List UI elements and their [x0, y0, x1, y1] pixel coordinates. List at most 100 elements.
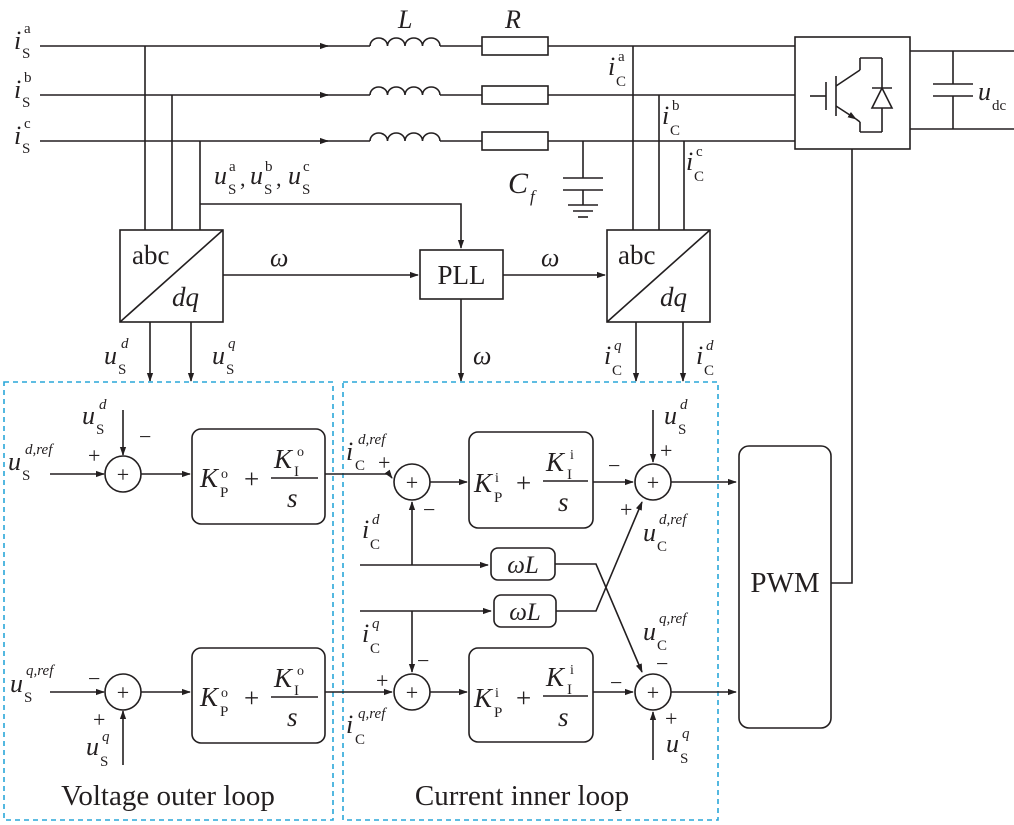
voltage-outer-loop-frame [3, 381, 334, 821]
svg-text:d,ref: d,ref [358, 432, 387, 448]
svg-text:a: a [618, 49, 625, 65]
resistor-b [481, 85, 549, 105]
svg-text:d: d [372, 512, 380, 528]
label-usq-ref: u q,ref S [10, 663, 55, 706]
label-usq-inner: u q S [666, 726, 690, 767]
inductor-c [369, 132, 441, 142]
svg-text:u: u [288, 161, 301, 190]
svg-text:i: i [570, 663, 574, 678]
label-ic-b: i b C [662, 98, 680, 139]
svg-text:s: s [558, 702, 569, 732]
svg-text:u: u [214, 161, 227, 190]
svg-text:c: c [303, 159, 310, 175]
igbt-diode-icon [810, 57, 894, 133]
svg-text:K: K [473, 683, 494, 713]
svg-text:u: u [212, 341, 225, 370]
pll-block: PLL [419, 249, 504, 300]
svg-text:I: I [294, 464, 299, 480]
svg-text:d,ref: d,ref [25, 442, 54, 458]
svg-text:dc: dc [992, 98, 1007, 114]
svg-text:S: S [228, 182, 236, 198]
current-inner-loop-frame [342, 381, 719, 821]
label-ucq-ref: u q,ref C [643, 611, 688, 654]
svg-text:s: s [558, 487, 569, 517]
svg-text:d: d [121, 336, 129, 352]
svg-text:ωL: ωL [509, 599, 541, 626]
svg-text:+: + [620, 497, 632, 522]
svg-text:+: + [660, 438, 672, 463]
svg-text:PWM: PWM [750, 567, 819, 599]
svg-text:K: K [273, 663, 294, 693]
svg-text:a: a [24, 21, 31, 37]
label-usd-outer: u d S [82, 397, 107, 438]
svg-text:s: s [287, 483, 298, 513]
svg-text:i: i [495, 686, 499, 701]
svg-text:S: S [24, 690, 32, 706]
svg-text:+: + [647, 470, 659, 495]
svg-text:C: C [612, 363, 622, 379]
svg-text:a: a [229, 159, 236, 175]
label-usd-inner: u d S [664, 397, 688, 438]
svg-text:b: b [265, 159, 273, 175]
svg-text:C: C [370, 537, 380, 553]
svg-text:P: P [220, 704, 228, 720]
label-ic-a: i a C [608, 49, 626, 90]
svg-text:dq: dq [172, 282, 199, 312]
label-icd-ref: i d,ref C [346, 432, 387, 474]
svg-text:c: c [696, 144, 703, 160]
svg-text:,: , [276, 166, 282, 191]
svg-text:C: C [670, 123, 680, 139]
label-udc: u dc [978, 77, 1007, 114]
label-omega-right: ω [541, 243, 559, 272]
svg-text:u: u [104, 341, 117, 370]
svg-text:u: u [643, 617, 656, 646]
label-is-c: i c S [14, 116, 31, 157]
abc-dq-left: abc dq [119, 229, 224, 323]
svg-text:P: P [494, 490, 502, 506]
filter-capacitor [563, 141, 603, 218]
label-is-b: i b S [14, 70, 32, 111]
svg-text:d: d [99, 397, 107, 413]
label-usd-top: u d S [104, 336, 129, 378]
svg-text:i: i [686, 147, 693, 176]
svg-text:u: u [10, 669, 23, 698]
svg-text:d,ref: d,ref [659, 512, 688, 528]
svg-text:i: i [608, 52, 615, 81]
svg-text:o: o [297, 445, 304, 460]
svg-text:ωL: ωL [507, 552, 539, 579]
dc-capacitor [933, 51, 973, 129]
svg-text:I: I [567, 682, 572, 698]
svg-text:K: K [199, 463, 220, 493]
svg-text:S: S [96, 422, 104, 438]
svg-text:C: C [657, 539, 667, 555]
pwm-gate-signal [831, 149, 853, 584]
svg-text:d: d [680, 397, 688, 413]
svg-text:+: + [376, 668, 388, 693]
svg-text:S: S [680, 751, 688, 767]
svg-text:−: − [423, 497, 435, 522]
svg-text:q: q [102, 729, 110, 745]
svg-text:S: S [678, 422, 686, 438]
svg-text:i: i [346, 437, 353, 466]
svg-text:o: o [221, 686, 228, 701]
svg-text:i: i [346, 710, 353, 739]
label-ic-c: i c C [686, 144, 704, 185]
svg-text:q,ref: q,ref [358, 706, 387, 722]
svg-text:,: , [240, 166, 246, 191]
svg-text:−: − [417, 648, 429, 673]
svg-text:+: + [117, 680, 129, 705]
label-us-abc: u a S , u b S , u c S [214, 159, 310, 198]
svg-text:K: K [199, 682, 220, 712]
grid-labels: i a S i b S i c S L R i a C i b C i c [14, 5, 1007, 206]
current-inner-loop-title: Current inner loop [415, 780, 629, 812]
svg-text:+: + [378, 450, 390, 475]
svg-text:s: s [287, 702, 298, 732]
voltage-outer-loop-title: Voltage outer loop [61, 780, 275, 812]
svg-text:C: C [694, 169, 704, 185]
label-inductance: L [397, 5, 412, 34]
svg-text:K: K [473, 468, 494, 498]
svg-text:+: + [665, 706, 677, 731]
svg-text:i: i [495, 471, 499, 486]
svg-text:C: C [508, 167, 529, 200]
